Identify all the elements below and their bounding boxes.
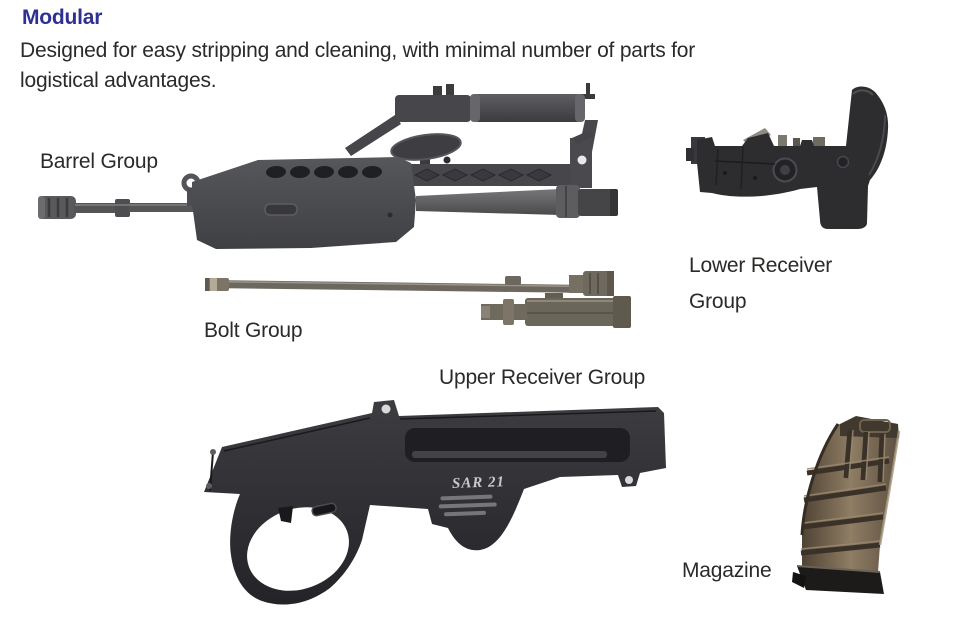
sar21-engraving: SAR 21: [452, 474, 506, 492]
label-lower-receiver-group: Lower Receiver Group: [689, 254, 833, 313]
barrel-group-image: [38, 83, 618, 249]
lower-receiver-group-image: [686, 86, 889, 230]
bolt-group-image: [205, 271, 631, 328]
page-title: Modular: [22, 6, 103, 29]
label-upper-receiver-group: Upper Receiver Group: [439, 366, 646, 389]
label-magazine: Magazine: [682, 559, 772, 582]
label-barrel-group: Barrel Group: [40, 150, 158, 173]
description-line-2: logistical advantages.: [20, 69, 217, 92]
description-line-1: Designed for easy stripping and cleaning…: [20, 39, 696, 62]
upper-receiver-group-image: SAR 21: [204, 400, 666, 605]
label-bolt-group: Bolt Group: [204, 319, 303, 342]
magazine-image: [792, 416, 901, 594]
